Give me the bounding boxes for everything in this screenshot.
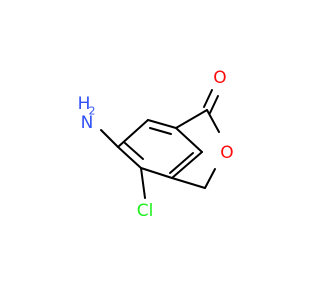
amino-h-count: 2 <box>89 105 96 118</box>
bond-c-cl <box>140 167 146 199</box>
bond-ring-6-inner <box>149 127 172 135</box>
atom-labels: H 2 N O O Cl <box>78 68 234 221</box>
bond-ring-1 <box>175 127 203 153</box>
amino-h-label: H <box>78 94 91 114</box>
bond-ring-4 <box>117 146 142 169</box>
bond-ring-3 <box>140 167 173 179</box>
bond-c3a-c1 <box>175 109 208 129</box>
bond-ring-2 <box>171 151 203 179</box>
amino-n-label: N <box>81 113 94 133</box>
bond-ring-o-ch2 <box>204 168 216 189</box>
bond-ch2-c7a <box>171 177 206 189</box>
bond-carbonyl-2 <box>209 95 219 114</box>
bonds <box>100 89 220 199</box>
carbonyl-o-label: O <box>213 68 226 88</box>
bond-ring-4-inner <box>124 142 144 160</box>
bond-carbonyl-1 <box>203 89 213 108</box>
bond-ring-2-inner <box>169 152 194 174</box>
bond-c1-ring-o <box>206 109 220 133</box>
bond-c-n <box>100 129 119 148</box>
bond-ring-6 <box>147 119 177 129</box>
molecule-structure: H 2 N O O Cl <box>78 68 234 221</box>
chlorine-label: Cl <box>137 201 154 221</box>
bond-ring-5 <box>117 119 149 148</box>
ring-o-label: O <box>220 143 233 163</box>
